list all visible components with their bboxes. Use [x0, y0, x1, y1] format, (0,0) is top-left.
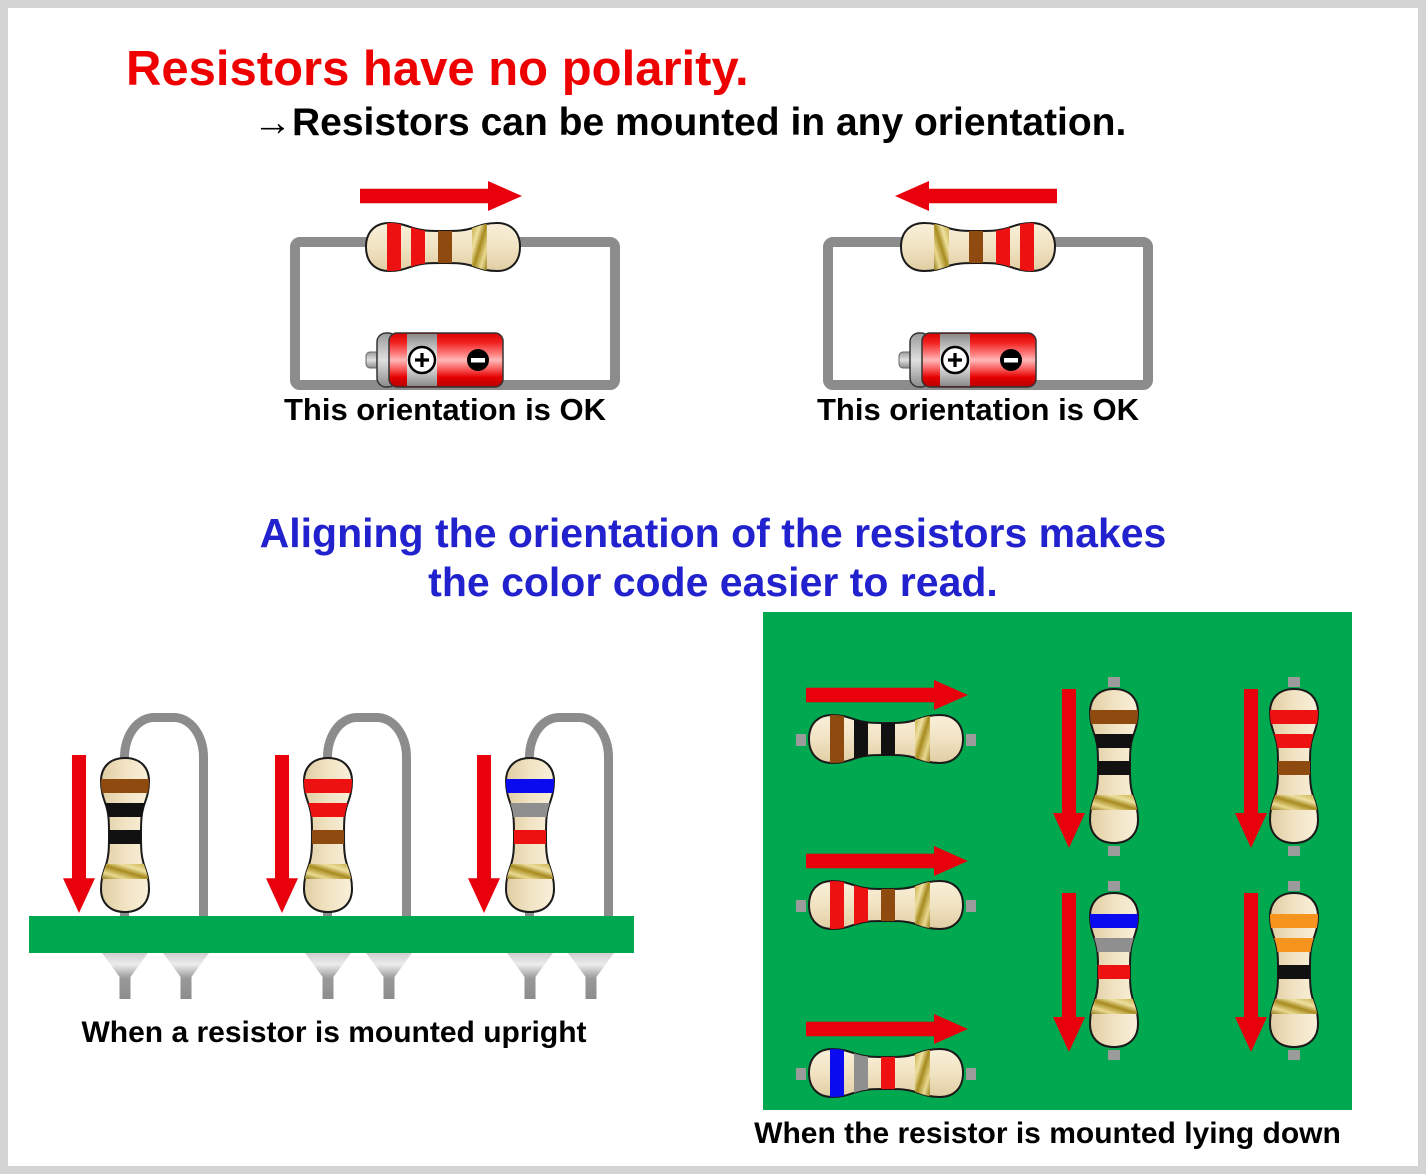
- pcb-board-panel: [763, 612, 1352, 1110]
- solder-joint: [102, 953, 148, 999]
- reading-direction-arrow-down: [266, 755, 298, 913]
- solder-joint: [366, 953, 412, 999]
- solder-joint: [305, 953, 351, 999]
- page-title: Resistors have no polarity.: [126, 42, 749, 96]
- reading-direction-arrow-down: [1235, 893, 1267, 1052]
- pcb-board-strip: [29, 916, 634, 953]
- lead-stub: [1288, 1050, 1300, 1060]
- lying-resistor-v2: [1088, 890, 1140, 1050]
- lead-stub: [796, 734, 806, 746]
- middle-heading-line2: the color code easier to read.: [428, 559, 998, 605]
- lead-stub: [1288, 677, 1300, 687]
- lead-stub: [966, 900, 976, 912]
- resistor-left-circuit: [363, 221, 523, 273]
- reading-direction-arrow-down: [63, 755, 95, 913]
- reading-direction-arrow-right: [806, 846, 968, 876]
- lead-stub: [1108, 677, 1120, 687]
- battery-left-circuit: [365, 331, 505, 389]
- lead-stub: [966, 734, 976, 746]
- reading-direction-arrow-right: [806, 1014, 968, 1044]
- page-subtitle: →Resistors can be mounted in any orienta…: [253, 101, 1127, 144]
- battery-right-circuit: [898, 331, 1038, 389]
- lying-resistor-v3: [1268, 686, 1320, 846]
- lead-stub: [796, 900, 806, 912]
- lead-stub: [1288, 846, 1300, 856]
- caption-upright-section: When a resistor is mounted upright: [81, 1016, 587, 1049]
- lying-resistor-v4: [1268, 890, 1320, 1050]
- lead-stub: [796, 1068, 806, 1080]
- upright-resistor-2: [302, 755, 354, 915]
- solder-joint: [163, 953, 209, 999]
- reading-direction-arrow-down: [1053, 689, 1085, 848]
- reading-direction-arrow-down: [1053, 893, 1085, 1052]
- lying-resistor-v1: [1088, 686, 1140, 846]
- lead-stub: [1288, 881, 1300, 891]
- upright-resistor-3: [504, 755, 556, 915]
- lying-resistor-h2: [806, 879, 966, 931]
- middle-heading-line1: Aligning the orientation of the resistor…: [259, 510, 1167, 556]
- resistor-right-circuit: [898, 221, 1058, 273]
- caption-right-circuit: This orientation is OK: [816, 392, 1140, 427]
- reading-direction-arrow-down: [1235, 689, 1267, 848]
- solder-joint: [568, 953, 614, 999]
- lying-resistor-h3: [806, 1047, 966, 1099]
- current-direction-arrow-right: [360, 181, 522, 211]
- reading-direction-arrow-down: [468, 755, 500, 913]
- current-direction-arrow-left: [895, 181, 1057, 211]
- lead-stub: [1108, 846, 1120, 856]
- lying-resistor-h1: [806, 713, 966, 765]
- reading-direction-arrow-right: [806, 680, 968, 710]
- caption-lying-section: When the resistor is mounted lying down: [754, 1117, 1341, 1150]
- upright-resistor-1: [99, 755, 151, 915]
- caption-left-circuit: This orientation is OK: [283, 392, 607, 427]
- lead-stub: [1108, 1050, 1120, 1060]
- middle-heading: Aligning the orientation of the resistor…: [0, 509, 1426, 607]
- solder-joint: [507, 953, 553, 999]
- lead-stub: [1108, 881, 1120, 891]
- lead-stub: [966, 1068, 976, 1080]
